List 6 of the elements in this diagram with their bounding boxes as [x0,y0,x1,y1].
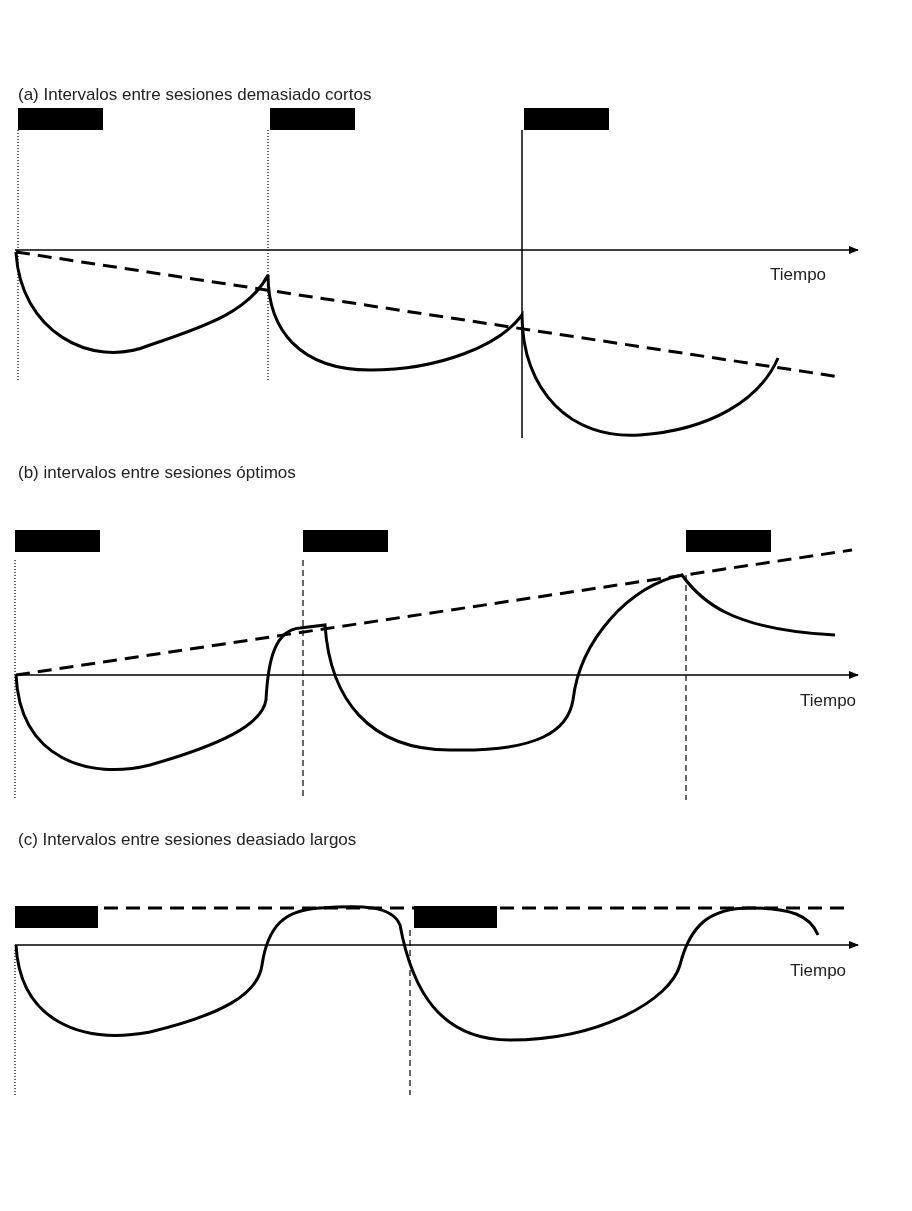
panel-title: (b) intervalos entre sesiones óptimos [18,462,296,484]
panel-title: (a) Intervalos entre sesiones demasiado cortos [18,84,372,106]
axis-label: Tiempo [770,264,827,286]
panel-title: (c) Intervalos entre sesiones deasiado largos [18,829,357,851]
axis-label: Tiempo [790,960,847,982]
axis-label: Tiempo [800,690,857,712]
